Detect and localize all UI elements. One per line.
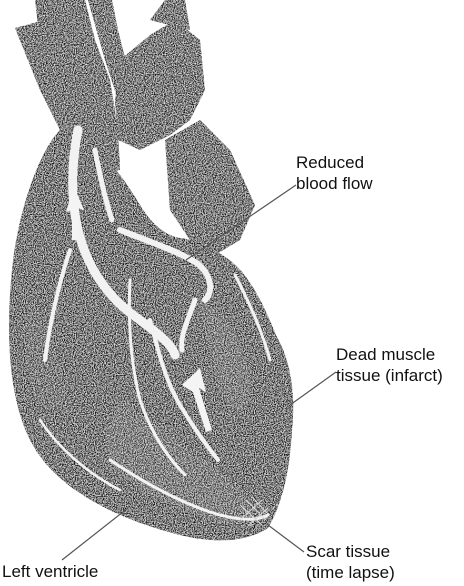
left-ventricle-label: Left ventricle	[2, 561, 98, 582]
dead-muscle-line-2: tissue (infarct)	[336, 365, 443, 386]
reduced-blood-flow-line-1: Reduced	[296, 152, 373, 173]
scar-tissue-line-1: Scar tissue	[306, 541, 395, 562]
scar-tissue-line-2: (time lapse)	[306, 562, 395, 583]
dead-muscle-tissue-label: Dead muscle tissue (infarct)	[336, 344, 443, 386]
heart-body	[9, 130, 293, 541]
scar-tissue-leader	[268, 525, 304, 552]
dead-muscle-leader	[290, 372, 336, 405]
dead-muscle-line-1: Dead muscle	[336, 344, 443, 365]
scar-tissue-label: Scar tissue (time lapse)	[306, 541, 395, 583]
left-ventricle-line-1: Left ventricle	[2, 561, 98, 582]
reduced-blood-flow-line-2: blood flow	[296, 173, 373, 194]
left-ventricle-leader	[62, 508, 128, 560]
reduced-blood-flow-label: Reduced blood flow	[296, 152, 373, 194]
